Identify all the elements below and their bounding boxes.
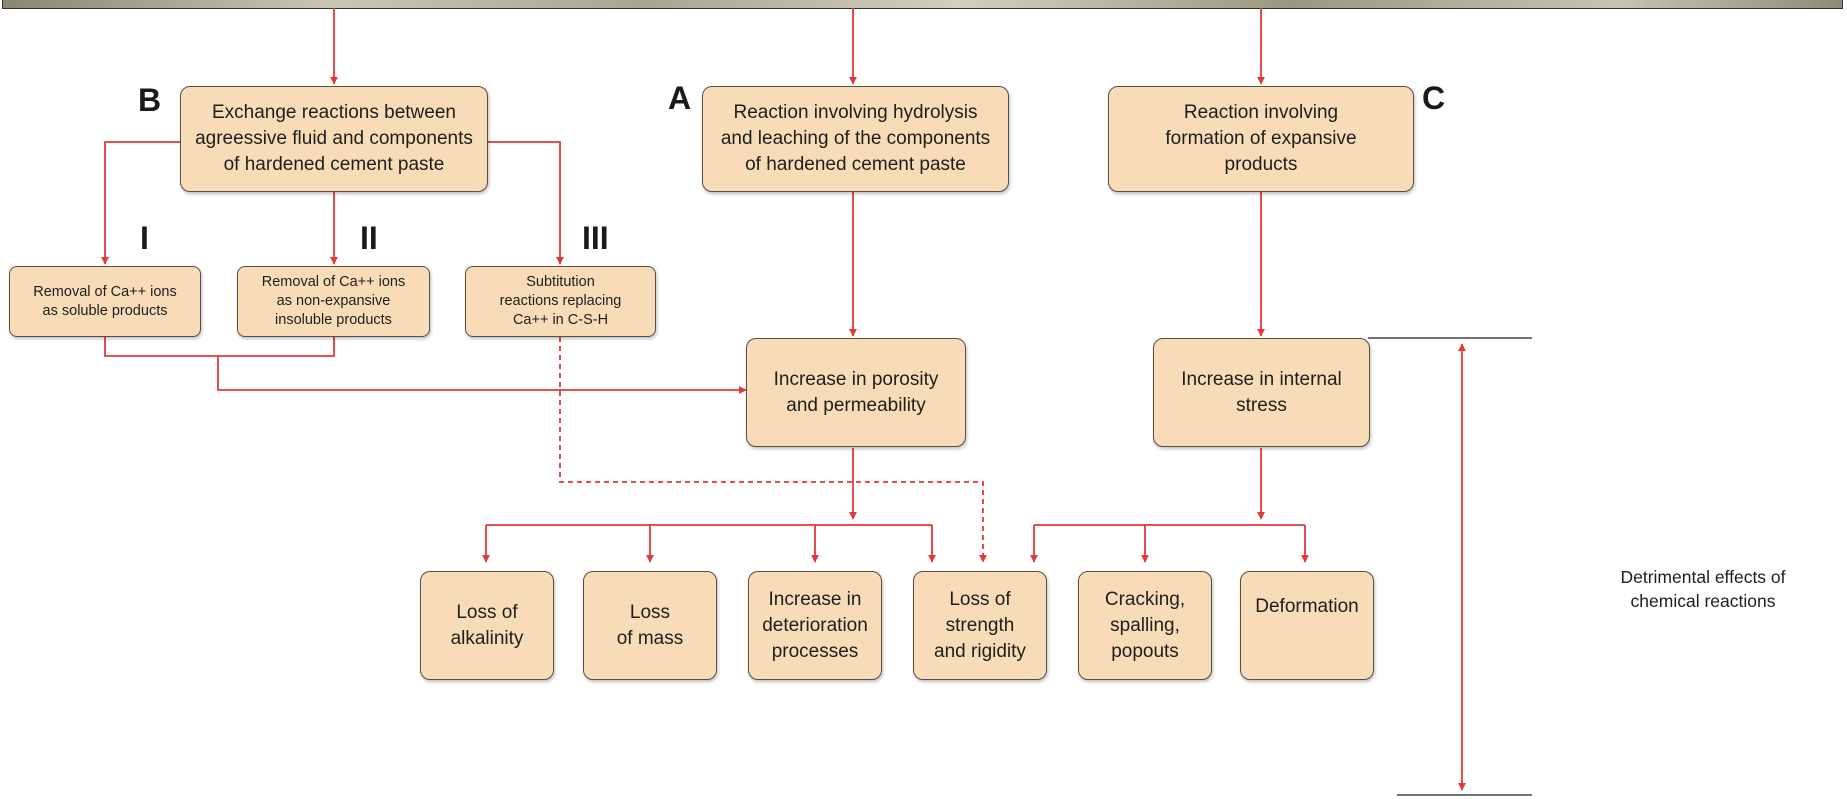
- box-substitution-reactions: Subtitution reactions replacing Ca++ in …: [465, 266, 656, 337]
- box-loss-mass: Loss of mass: [583, 571, 717, 680]
- arrow-b-to-i: [101, 141, 180, 265]
- box-deterioration-processes: Increase in deterioration processes: [748, 571, 882, 680]
- label-i: I: [140, 220, 149, 256]
- box-exchange-reactions: Exchange reactions between agreessive fl…: [180, 86, 488, 192]
- box-soluble-products-text: Removal of Ca++ ions as soluble products: [33, 283, 177, 319]
- box-porosity-permeability-text: Increase in porosity and permeability: [773, 368, 939, 416]
- box-insoluble-products: Removal of Ca++ ions as non-expansive in…: [237, 266, 430, 337]
- box-deformation-text: Deformation: [1255, 596, 1359, 617]
- box-loss-alkalinity-text: Loss of alkalinity: [450, 601, 524, 649]
- box-loss-strength: Loss of strength and rigidity: [913, 571, 1047, 680]
- label-a: A: [668, 80, 692, 116]
- box-substitution-reactions-text: Subtitution reactions replacing Ca++ in …: [499, 274, 622, 328]
- arrow-i-ii-to-porosity: [104, 337, 746, 390]
- box-soluble-products: Removal of Ca++ ions as soluble products: [9, 266, 201, 337]
- label-ii: II: [360, 220, 378, 256]
- label-iii: III: [582, 220, 609, 256]
- detrimental-effects-label: Detrimental effects of chemical reaction…: [1568, 565, 1838, 613]
- box-cracking-text: Cracking, spalling, popouts: [1104, 588, 1186, 662]
- box-internal-stress-text: Increase in internal stress: [1181, 368, 1342, 416]
- box-internal-stress: Increase in internal stress: [1153, 338, 1370, 447]
- box-hydrolysis-leaching: Reaction involving hydrolysis and leachi…: [702, 86, 1009, 192]
- box-loss-mass-text: Loss of mass: [616, 601, 684, 649]
- arrow-b-to-iii: [488, 141, 564, 265]
- top-banner-image: [2, 0, 1843, 9]
- box-insoluble-products-text: Removal of Ca++ ions as non-expansive in…: [261, 274, 406, 328]
- box-cracking: Cracking, spalling, popouts: [1078, 571, 1212, 680]
- box-porosity-permeability: Increase in porosity and permeability: [746, 338, 966, 447]
- box-hydrolysis-leaching-text: Reaction involving hydrolysis and leachi…: [720, 102, 991, 175]
- label-b: B: [138, 82, 162, 118]
- arrow-iii-dashed-to-strength: [559, 337, 987, 563]
- box-expansive-products-text: Reaction involving formation of expansiv…: [1165, 102, 1357, 175]
- box-deterioration-processes-text: Increase in deterioration processes: [762, 588, 868, 662]
- box-expansive-products: Reaction involving formation of expansiv…: [1108, 86, 1414, 192]
- box-loss-strength-text: Loss of strength and rigidity: [934, 588, 1026, 662]
- box-deformation: Deformation: [1240, 571, 1374, 680]
- box-exchange-reactions-text: Exchange reactions between agreessive fl…: [195, 102, 473, 175]
- box-loss-alkalinity: Loss of alkalinity: [420, 571, 554, 680]
- label-c: C: [1422, 80, 1446, 116]
